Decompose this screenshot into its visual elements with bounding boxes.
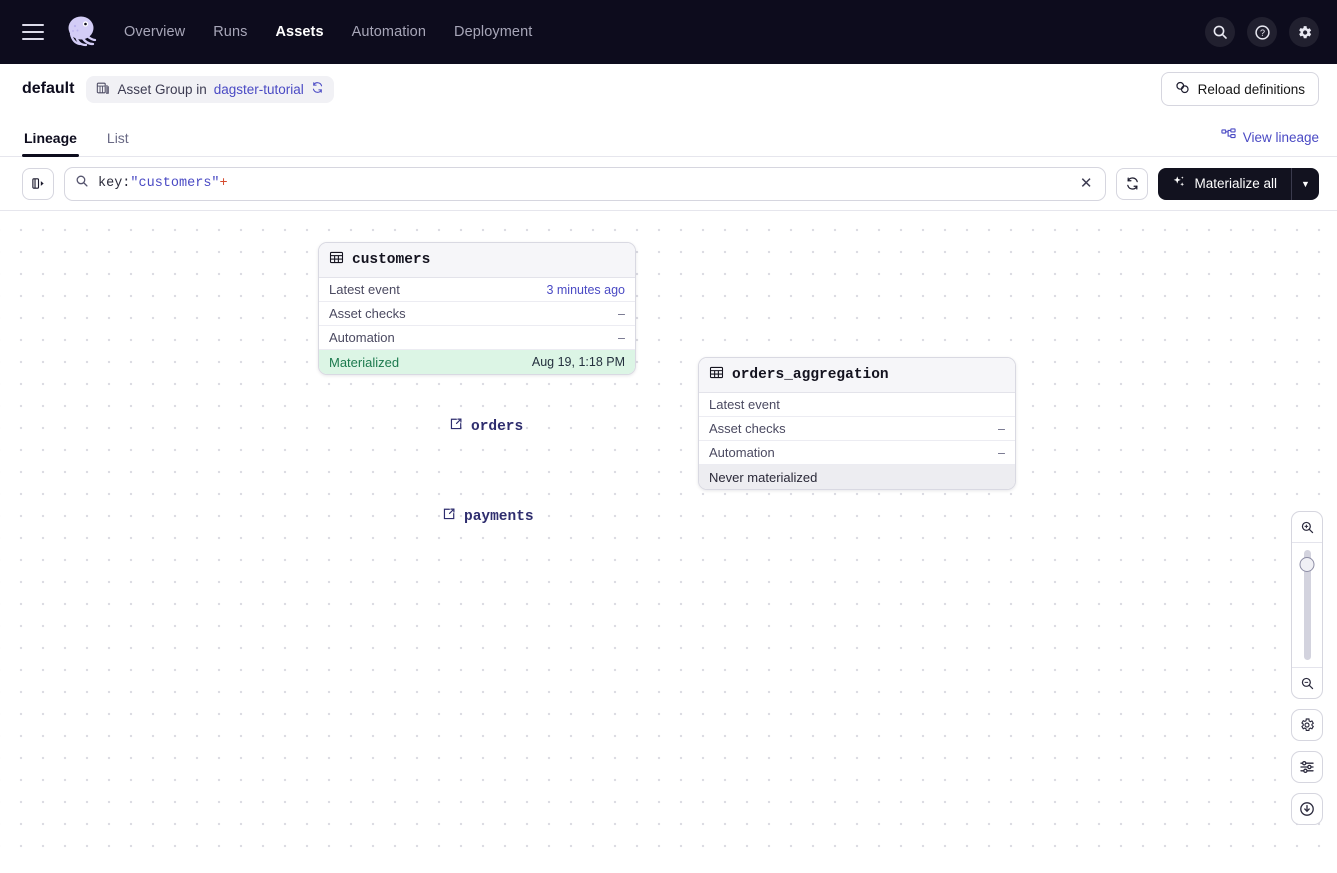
- sparkle-icon: [1172, 175, 1186, 192]
- status-badge: Materialized: [329, 354, 400, 370]
- materialize-all-label: Materialize all: [1194, 176, 1277, 191]
- refresh-icon[interactable]: [1116, 167, 1149, 200]
- row-value: Aug 19, 1:18 PM: [531, 355, 625, 369]
- asset-node-row-latest-event[interactable]: Latest event: [699, 393, 1015, 417]
- svg-text:?: ?: [1259, 28, 1264, 38]
- zoom-slider-track: [1303, 550, 1311, 660]
- tab-list[interactable]: List: [106, 130, 129, 146]
- asset-node-row-materialized[interactable]: Materialized Aug 19, 1:18 PM: [319, 350, 635, 374]
- expand-panel-icon[interactable]: [22, 167, 54, 200]
- divider: [1292, 542, 1322, 543]
- view-lineage-button[interactable]: View lineage: [1221, 128, 1319, 156]
- zoom-control-group: [1291, 511, 1323, 699]
- asset-group-chip-link[interactable]: dagster-tutorial: [213, 81, 304, 97]
- asset-node-orders-aggregation[interactable]: orders_aggregation Latest event Asset ch…: [698, 357, 1016, 490]
- materialize-all-group: Materialize all ▼: [1158, 167, 1319, 200]
- zoom-out-icon[interactable]: [1292, 668, 1322, 698]
- graph-edges: [0, 211, 300, 361]
- external-asset-label: orders: [471, 418, 524, 435]
- row-value: –: [618, 306, 625, 321]
- lineage-graph-canvas[interactable]: customers Latest event 3 minutes ago Ass…: [0, 211, 1337, 861]
- external-link-icon: [442, 507, 456, 526]
- search-icon: [75, 174, 89, 193]
- breadcrumb: default Asset Group in dagster-tutorial …: [0, 64, 1337, 114]
- row-label: Latest event: [329, 282, 400, 297]
- tab-lineage[interactable]: Lineage: [22, 130, 79, 157]
- asset-search-input[interactable]: key:"customers"+ ✕: [64, 166, 1107, 201]
- primary-nav-links: Overview Runs Assets Automation Deployme…: [124, 24, 532, 40]
- graph-controls: [1291, 511, 1323, 825]
- external-asset-orders[interactable]: orders: [449, 417, 523, 436]
- zoom-slider[interactable]: [1292, 543, 1322, 667]
- lineage-graph-icon: [1221, 128, 1236, 146]
- row-value: –: [618, 330, 625, 345]
- help-circle-icon[interactable]: ?: [1247, 17, 1277, 47]
- search-token-operator: +: [219, 176, 228, 191]
- graph-filters-sliders-icon[interactable]: [1291, 751, 1323, 783]
- row-label: Automation: [709, 445, 775, 460]
- reload-definitions-button[interactable]: Reload definitions: [1160, 72, 1319, 106]
- zoom-slider-handle[interactable]: [1299, 557, 1315, 572]
- nav-actions: ?: [1205, 17, 1319, 47]
- reload-definitions-label: Reload definitions: [1197, 81, 1305, 97]
- nav-link-assets[interactable]: Assets: [275, 24, 324, 40]
- close-icon[interactable]: ✕: [1079, 175, 1093, 192]
- asset-node-title: customers: [352, 252, 431, 268]
- view-tabs: Lineage List View lineage: [0, 114, 1337, 157]
- recenter-download-icon[interactable]: [1291, 793, 1323, 825]
- asset-node-title: orders_aggregation: [732, 367, 889, 383]
- row-value: –: [998, 421, 1005, 436]
- table-icon: [329, 250, 344, 270]
- asset-node-header: customers: [319, 243, 635, 278]
- row-label: Asset checks: [709, 421, 786, 436]
- row-value: –: [998, 445, 1005, 460]
- chevron-down-icon[interactable]: ▼: [1291, 167, 1319, 200]
- external-link-icon: [449, 417, 463, 436]
- hamburger-icon[interactable]: [22, 24, 44, 40]
- graph-toolbar: key:"customers"+ ✕ Materialize all ▼: [0, 157, 1337, 211]
- table-icon: [709, 365, 724, 385]
- asset-node-row-automation[interactable]: Automation –: [319, 326, 635, 350]
- top-navigation-bar: Overview Runs Assets Automation Deployme…: [0, 0, 1337, 64]
- nav-link-deployment[interactable]: Deployment: [454, 24, 533, 40]
- row-label: Latest event: [709, 397, 780, 412]
- page-title: default: [22, 80, 75, 97]
- asset-node-row-never-materialized[interactable]: Never materialized: [699, 465, 1015, 489]
- row-label: Automation: [329, 330, 395, 345]
- nav-link-automation[interactable]: Automation: [351, 24, 427, 40]
- status-badge: Never materialized: [709, 469, 818, 485]
- refresh-icon[interactable]: [311, 81, 324, 97]
- graph-settings-gear-icon[interactable]: [1291, 709, 1323, 741]
- external-asset-payments[interactable]: payments: [442, 507, 534, 526]
- zoom-in-icon[interactable]: [1292, 512, 1322, 542]
- search-token-key: key:: [98, 176, 131, 191]
- asset-group-icon: [96, 81, 110, 98]
- reload-icon: [1175, 80, 1190, 98]
- asset-node-row-latest-event[interactable]: Latest event 3 minutes ago: [319, 278, 635, 302]
- gear-icon[interactable]: [1289, 17, 1319, 47]
- asset-group-chip[interactable]: Asset Group in dagster-tutorial: [86, 75, 334, 103]
- nav-link-runs[interactable]: Runs: [213, 24, 248, 40]
- asset-node-row-asset-checks[interactable]: Asset checks –: [699, 417, 1015, 441]
- asset-node-row-automation[interactable]: Automation –: [699, 441, 1015, 465]
- asset-node-header: orders_aggregation: [699, 358, 1015, 393]
- external-asset-label: payments: [464, 508, 534, 525]
- nav-link-overview[interactable]: Overview: [124, 24, 186, 40]
- search-icon[interactable]: [1205, 17, 1235, 47]
- divider: [1292, 667, 1322, 668]
- row-label: Asset checks: [329, 306, 406, 321]
- asset-node-customers[interactable]: customers Latest event 3 minutes ago Ass…: [318, 242, 636, 375]
- row-value[interactable]: 3 minutes ago: [546, 282, 625, 297]
- materialize-all-button[interactable]: Materialize all: [1158, 167, 1291, 200]
- asset-group-chip-prefix: Asset Group in: [117, 81, 207, 97]
- dagster-logo[interactable]: [62, 13, 100, 51]
- asset-node-row-asset-checks[interactable]: Asset checks –: [319, 302, 635, 326]
- view-lineage-label: View lineage: [1242, 129, 1319, 145]
- search-token-value: "customers": [130, 176, 220, 191]
